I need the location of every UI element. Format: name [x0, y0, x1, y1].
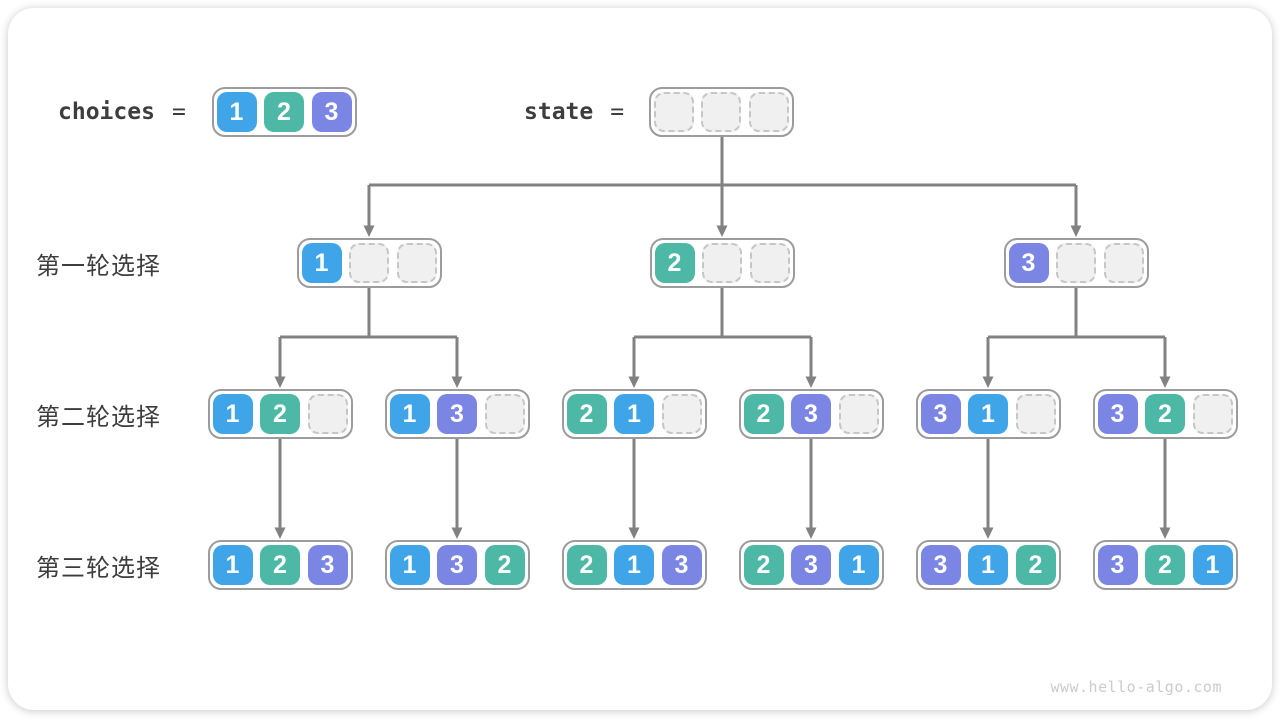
empty-cell	[748, 92, 789, 132]
cell-value-3: 3	[920, 545, 961, 585]
empty-cell	[1192, 394, 1233, 434]
cell-value-1: 1	[614, 545, 654, 585]
cell-value-1: 1	[968, 394, 1008, 434]
empty-cell	[1056, 243, 1096, 283]
cell-value-1: 1	[216, 92, 257, 132]
state-node: 3	[1003, 238, 1149, 288]
row-label-round-1: 第一轮选择	[36, 252, 161, 280]
cell-value-2: 2	[264, 92, 304, 132]
state-label: state	[524, 99, 594, 125]
cell-value-3: 3	[437, 394, 477, 434]
state-array-box	[648, 87, 794, 137]
cell-value-2: 2	[1145, 394, 1185, 434]
empty-cell	[484, 394, 525, 434]
cell-value-3: 3	[1097, 394, 1138, 434]
cell-value-1: 1	[301, 243, 342, 283]
empty-cell	[1015, 394, 1056, 434]
cell-value-1: 1	[838, 545, 879, 585]
cell-value-3: 3	[791, 545, 831, 585]
watermark-url: www.hello-algo.com	[1050, 678, 1222, 696]
empty-cell	[702, 243, 742, 283]
cell-value-2: 2	[566, 394, 607, 434]
cell-value-1: 1	[389, 545, 430, 585]
cell-value-3: 3	[661, 545, 702, 585]
cell-value-3: 3	[1097, 545, 1138, 585]
cell-value-3: 3	[437, 545, 477, 585]
empty-cell	[749, 243, 790, 283]
cell-value-1: 1	[212, 394, 253, 434]
cell-value-3: 3	[791, 394, 831, 434]
cell-value-2: 2	[484, 545, 525, 585]
choices-label: choices	[58, 99, 155, 125]
diagram-card	[8, 8, 1272, 710]
cell-value-2: 2	[566, 545, 607, 585]
cell-value-2: 2	[654, 243, 695, 283]
row-label-round-2: 第二轮选择	[36, 403, 161, 431]
cell-value-1: 1	[614, 394, 654, 434]
empty-cell	[838, 394, 879, 434]
cell-value-2: 2	[260, 394, 300, 434]
choices-declaration: choices =	[58, 87, 186, 137]
cell-value-2: 2	[743, 545, 784, 585]
empty-cell	[396, 243, 437, 283]
empty-cell	[661, 394, 702, 434]
cell-value-2: 2	[743, 394, 784, 434]
cell-value-3: 3	[311, 92, 352, 132]
cell-value-2: 2	[1145, 545, 1185, 585]
cell-value-2: 2	[1015, 545, 1056, 585]
cell-value-1: 1	[968, 545, 1008, 585]
cell-value-3: 3	[307, 545, 348, 585]
cell-value-1: 1	[389, 394, 430, 434]
cell-value-1: 1	[212, 545, 253, 585]
state-equals-sign: =	[610, 99, 625, 125]
choices-equals-sign: =	[171, 99, 186, 125]
cell-value-1: 1	[1192, 545, 1233, 585]
state-node: 2	[649, 238, 795, 288]
empty-cell	[701, 92, 741, 132]
empty-cell	[307, 394, 348, 434]
empty-cell	[1103, 243, 1144, 283]
cell-value-3: 3	[920, 394, 961, 434]
row-label-round-3: 第三轮选择	[36, 554, 161, 582]
empty-cell	[653, 92, 694, 132]
cell-value-3: 3	[1008, 243, 1049, 283]
cell-value-2: 2	[260, 545, 300, 585]
state-node: 1	[296, 238, 442, 288]
empty-cell	[349, 243, 389, 283]
state-declaration: state =	[524, 87, 624, 137]
